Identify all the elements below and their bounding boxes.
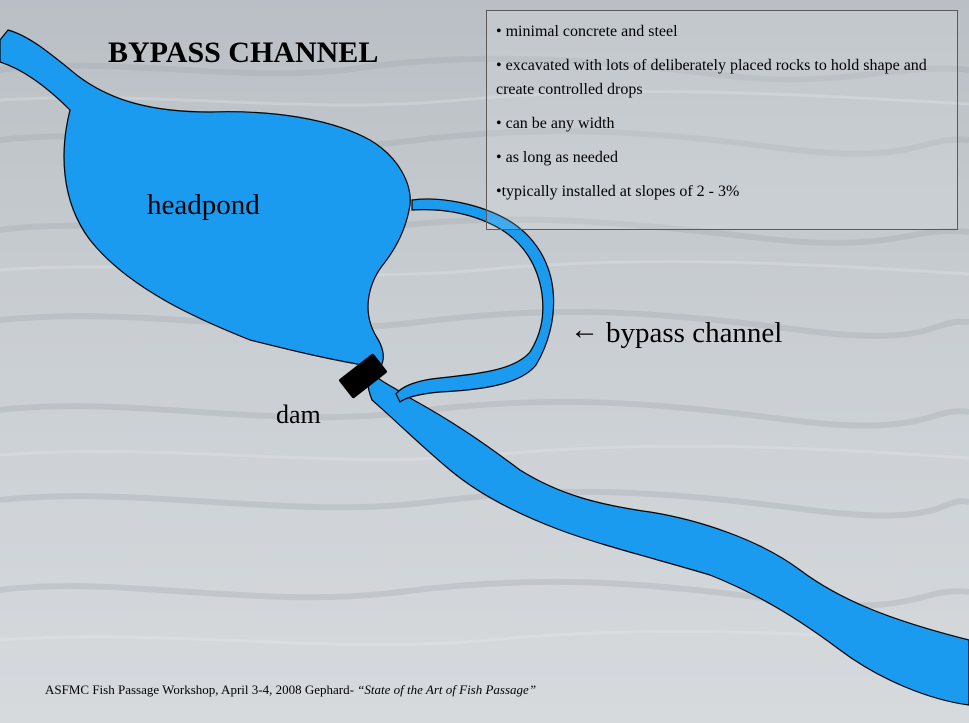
feature-text: • minimal concrete and steel — [496, 23, 678, 40]
features-box: • minimal concrete and steel • excavated… — [486, 10, 958, 230]
features-list: • minimal concrete and steel • excavated… — [496, 20, 949, 204]
slide-title: BYPASS CHANNEL — [108, 36, 379, 69]
feature-text: • excavated with lots of deliberately pl… — [496, 57, 927, 98]
headpond-label: headpond — [147, 189, 260, 221]
bypass-channel-label: bypass channel — [606, 317, 783, 349]
feature-item: • minimal concrete and steel — [496, 20, 949, 44]
feature-item: • can be any width — [496, 112, 949, 136]
feature-text: • can be any width — [496, 115, 615, 132]
feature-text: • as long as needed — [496, 149, 619, 166]
headpond-area — [0, 29, 411, 369]
footer-text: ASFMC Fish Passage Workshop, April 3-4, … — [45, 682, 358, 697]
feature-item: • excavated with lots of deliberately pl… — [496, 54, 949, 102]
footer-citation: “State of the Art of Fish Passage” — [357, 682, 537, 697]
bypass-channel — [395, 198, 555, 403]
feature-item: •typically installed at slopes of 2 - 3% — [496, 180, 949, 204]
downstream-river — [367, 371, 969, 706]
dam-label: dam — [276, 400, 321, 429]
left-arrow-icon: ← — [570, 314, 599, 346]
dam-block — [339, 353, 387, 399]
feature-item: • as long as needed — [496, 146, 949, 170]
feature-text: •typically installed at slopes of 2 - 3% — [496, 183, 740, 200]
slide-footer: ASFMC Fish Passage Workshop, April 3-4, … — [45, 682, 536, 698]
